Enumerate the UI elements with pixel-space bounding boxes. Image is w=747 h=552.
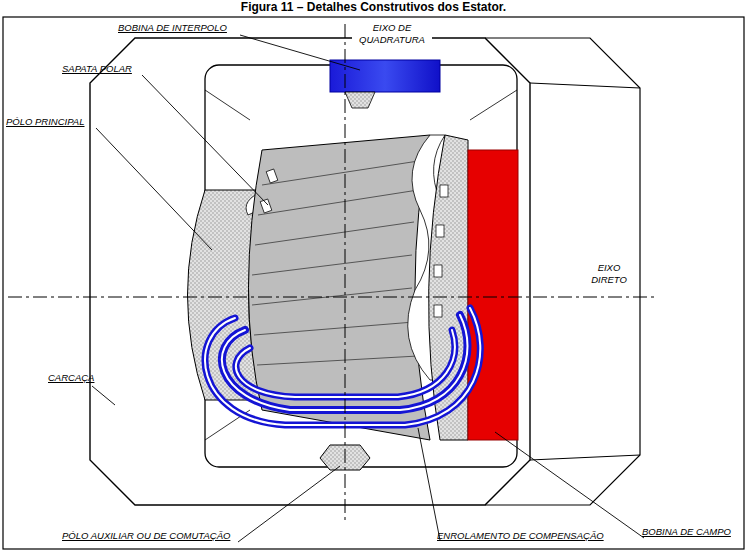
axis-label: EIXO DIRETO xyxy=(585,262,633,286)
part-label: CARCAÇA xyxy=(48,372,94,384)
part-label: PÓLO AUXILIAR OU DE COMUTAÇÃO xyxy=(62,530,230,542)
part-label: PÓLO PRINCIPAL xyxy=(6,116,85,128)
figure-title: Figura 11 – Detalhes Construtivos dos Es… xyxy=(0,0,747,14)
part-label: BOBINA DE CAMPO xyxy=(642,526,731,538)
part-label: ENROLAMENTO DE COMPENSAÇÃO xyxy=(437,530,604,542)
axis-label: EIXO DE QUADRATURA xyxy=(352,22,432,46)
part-label: SAPATA POLAR xyxy=(62,63,132,75)
part-label: BOBINA DE INTERPOLO xyxy=(118,22,227,34)
